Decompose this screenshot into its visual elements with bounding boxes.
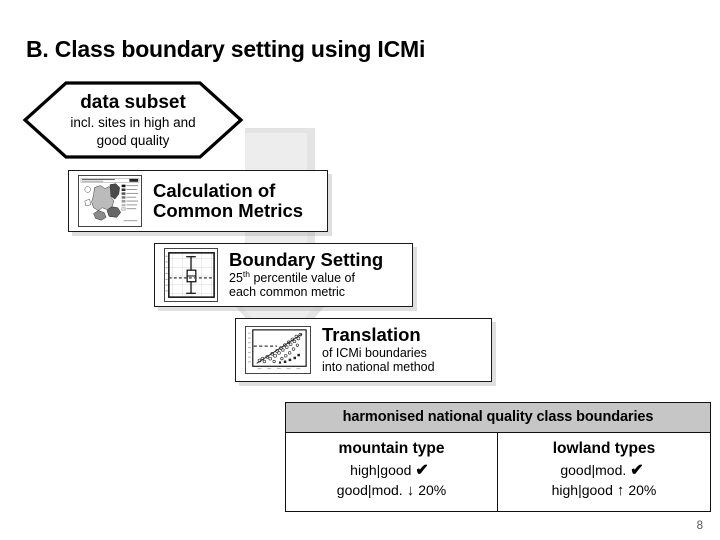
europe-map-thumbnail	[78, 175, 142, 227]
step-boundary-title: Boundary Setting	[229, 248, 384, 270]
result-table-header: harmonised national quality class bounda…	[286, 403, 710, 433]
step-translation-sub-line2: into national method	[322, 360, 435, 375]
row-label: good|mod.	[560, 462, 627, 478]
check-icon: ✔	[630, 461, 644, 479]
data-subset-node: data subset incl. sites in high and good…	[22, 80, 244, 160]
row-label: good|mod.	[336, 481, 403, 498]
step-calculation-text: Calculation of Common Metrics	[153, 181, 303, 220]
step-boundary-sub-line1: percentile value of	[253, 270, 355, 285]
result-table: harmonised national quality class bounda…	[285, 402, 711, 512]
step-boundary-sub-line2: each common metric	[229, 285, 346, 300]
arrow-down-icon: ↓	[406, 482, 415, 500]
step-translation-title: Translation	[322, 323, 421, 345]
page-number: 8	[696, 520, 703, 532]
step-translation-box[interactable]: Translation of ICMi boundaries into nati…	[235, 318, 492, 382]
step-boundary-box[interactable]: Boundary Setting 25th percentile value o…	[154, 243, 413, 307]
step-calculation-title: Calculation of	[153, 180, 276, 202]
percentile-ordinal: th	[242, 268, 250, 279]
step-calculation-title2: Common Metrics	[153, 200, 304, 221]
page-title: B. Class boundary setting using ICMi	[26, 36, 426, 62]
data-subset-line2: good quality	[96, 132, 170, 148]
step-calculation-box[interactable]: Calculation of Common Metrics	[68, 170, 328, 232]
step-translation-sub-line1: of ICMi boundaries	[322, 345, 427, 360]
step-boundary-subtitle: 25th percentile value of each common met…	[229, 268, 383, 301]
step-translation-subtitle: of ICMi boundaries into national method	[322, 346, 435, 376]
table-row: high|good ✔	[286, 461, 497, 481]
data-subset-title: data subset	[80, 92, 186, 113]
boxplot-thumbnail	[164, 248, 218, 302]
row-value: 20%	[628, 481, 657, 498]
percentile-number: 25	[229, 270, 243, 285]
check-icon: ✔	[415, 461, 429, 479]
hexagon-shape	[22, 81, 244, 159]
data-subset-line1: incl. sites in high and	[70, 114, 196, 130]
column-mountain-title: mountain type	[338, 440, 445, 457]
table-row: high|good ↑ 20%	[498, 481, 710, 501]
result-table-body: mountain type high|good ✔ good|mod. ↓ 20…	[286, 433, 710, 511]
data-subset-text: data subset incl. sites in high and good…	[22, 80, 244, 160]
column-mountain-type: mountain type high|good ✔ good|mod. ↓ 20…	[286, 433, 498, 511]
row-label: high|good	[350, 462, 412, 478]
arrow-up-icon: ↑	[616, 482, 625, 500]
step-translation-text: Translation of ICMi boundaries into nati…	[322, 325, 435, 375]
scatterplot-thumbnail	[245, 326, 311, 374]
row-value: 20%	[418, 481, 447, 498]
table-row: good|mod. ✔	[498, 461, 710, 481]
column-lowland-types: lowland types good|mod. ✔ high|good ↑ 20…	[498, 433, 710, 511]
row-label: high|good	[551, 481, 613, 498]
step-boundary-text: Boundary Setting 25th percentile value o…	[229, 250, 383, 300]
table-row: good|mod. ↓ 20%	[286, 481, 497, 501]
column-lowland-title: lowland types	[552, 440, 656, 457]
